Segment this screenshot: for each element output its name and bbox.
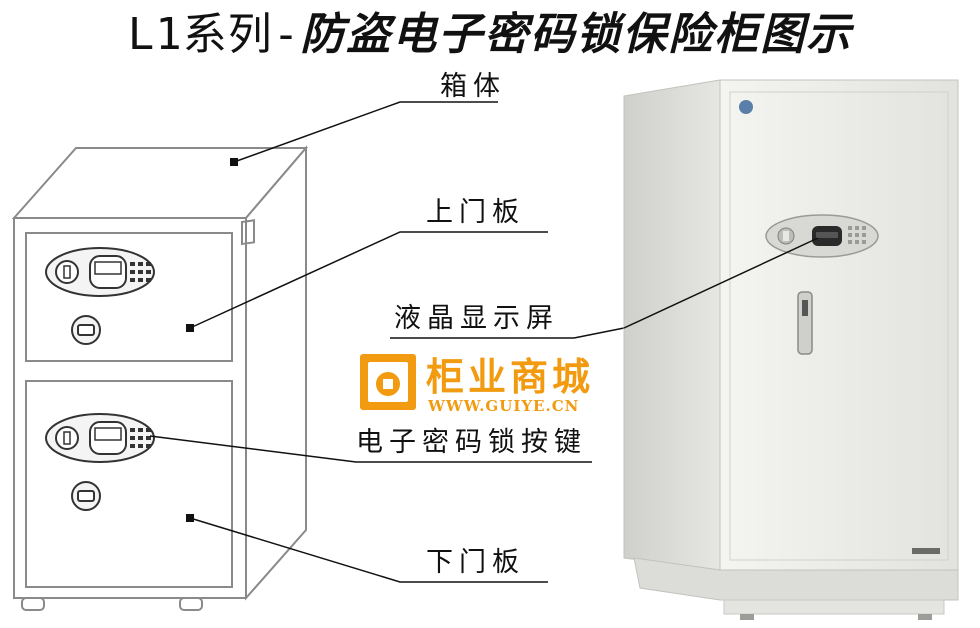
watermark-url: WWW.GUIYE.CN [428, 397, 580, 415]
safe-side [623, 79, 721, 571]
safe-base [633, 557, 959, 601]
brand-badge-icon [739, 100, 753, 114]
title-prefix: L1系列- [127, 9, 301, 60]
lower-knob [71, 481, 101, 511]
label-cabinet: 箱体 [440, 71, 506, 102]
upper-lock [45, 247, 155, 297]
upper-knob [71, 315, 101, 345]
leader-markers [186, 158, 238, 522]
leader-lower-door [189, 517, 548, 583]
leader-lines [149, 101, 625, 583]
leader-lcd [623, 237, 819, 329]
leader-upper-door [189, 231, 548, 329]
label-upper-door: 上门板 [426, 197, 525, 228]
safe-nameplate [912, 548, 940, 554]
title-main: 防盗电子密码锁保险柜图示 [300, 9, 853, 60]
leader-cabinet [233, 101, 498, 163]
leader-lcd-link [573, 327, 625, 339]
lower-lock [45, 413, 155, 463]
label-lcd: 液晶显示屏 [394, 303, 559, 334]
label-lower-door: 下门板 [426, 547, 525, 578]
safe-handle-icon [797, 291, 813, 355]
safe-front [719, 79, 959, 571]
watermark-logo-icon [360, 354, 416, 410]
keypad-buttons [848, 226, 866, 244]
leader-keypad [149, 435, 592, 463]
diagram-title: L1系列-防盗电子密码锁保险柜图示 [0, 6, 980, 64]
watermark-name: 柜业商城 [426, 355, 595, 399]
safe-door-inset [729, 91, 949, 561]
label-keypad: 电子密码锁按键 [356, 427, 587, 458]
safe-lock-panel [765, 214, 879, 258]
